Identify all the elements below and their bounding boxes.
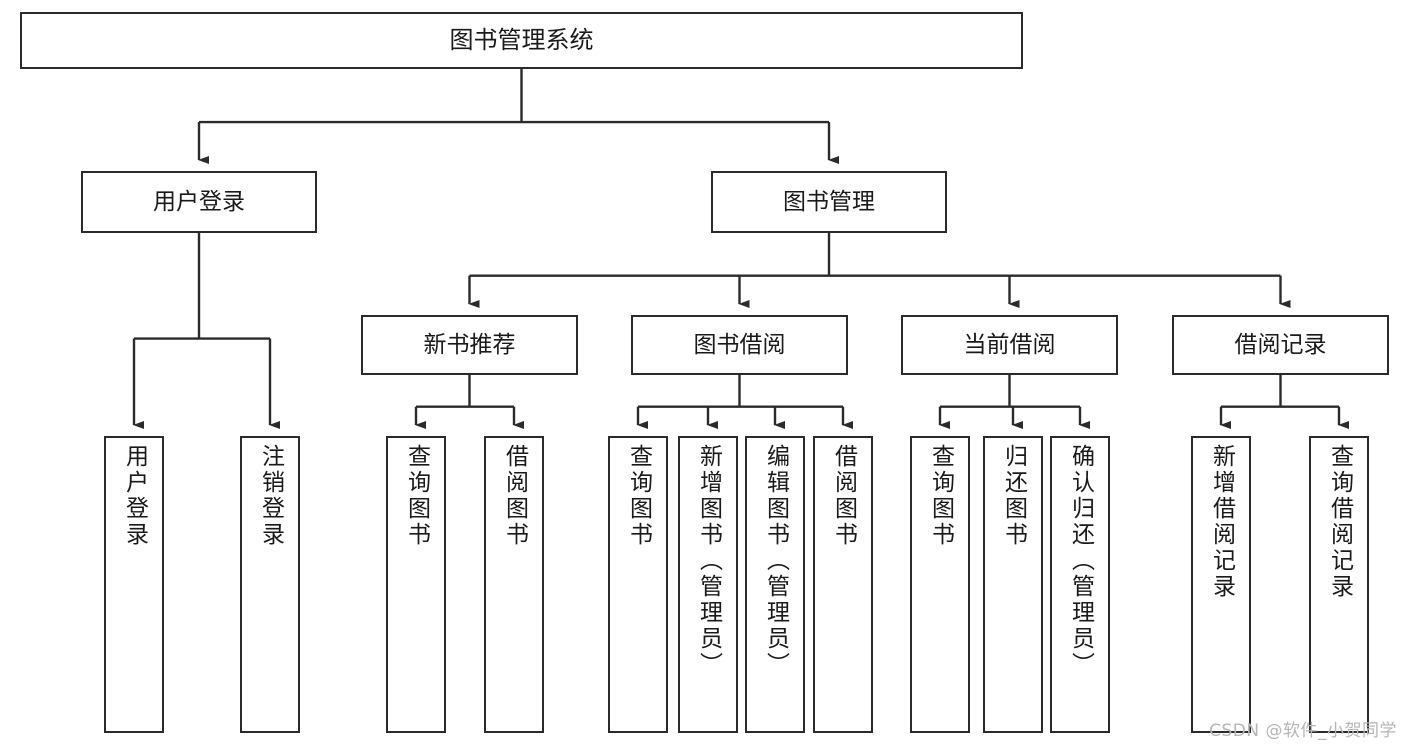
node-leaf-borrow-book-rec-label: 借阅图书	[501, 444, 528, 548]
edge-paths	[132, 69, 1349, 429]
node-root-label: 图书管理系统	[449, 25, 594, 54]
node-user-login[interactable]: 用户登录	[81, 171, 317, 233]
node-leaf-user-login[interactable]: 用户登录	[104, 436, 164, 733]
node-book-manage[interactable]: 图书管理	[711, 171, 947, 233]
node-leaf-confirm-return-admin[interactable]: 确认归还（管理员）	[1050, 436, 1110, 733]
node-new-book-rec-label: 新书推荐	[423, 331, 516, 358]
node-leaf-query-book-borrow[interactable]: 查询图书	[608, 436, 668, 733]
node-book-borrow-label: 图书借阅	[693, 331, 786, 358]
node-leaf-user-login-label: 用户登录	[121, 444, 148, 548]
node-leaf-query-borrow-record-label: 查询借阅记录	[1326, 444, 1353, 600]
node-leaf-borrow-book-rec[interactable]: 借阅图书	[484, 436, 544, 733]
node-leaf-query-book-borrow-label: 查询图书	[625, 444, 652, 548]
node-leaf-query-borrow-record[interactable]: 查询借阅记录	[1309, 436, 1369, 733]
node-root[interactable]: 图书管理系统	[20, 12, 1023, 69]
node-current-borrow-label: 当前借阅	[963, 331, 1056, 358]
node-leaf-add-book-admin[interactable]: 新增图书（管理员）	[678, 436, 738, 733]
node-leaf-borrow-book[interactable]: 借阅图书	[813, 436, 873, 733]
node-leaf-edit-book-admin[interactable]: 编辑图书（管理员）	[745, 436, 805, 733]
node-leaf-query-book-cur[interactable]: 查询图书	[910, 436, 970, 733]
node-leaf-add-book-admin-label: 新增图书（管理员）	[695, 444, 722, 678]
node-book-manage-label: 图书管理	[783, 188, 875, 215]
node-user-login-label: 用户登录	[153, 188, 245, 215]
node-borrow-record-label: 借阅记录	[1234, 331, 1327, 358]
node-leaf-user-logout-label: 注销登录	[257, 444, 284, 548]
node-leaf-user-logout[interactable]: 注销登录	[240, 436, 300, 733]
node-leaf-add-borrow-record-label: 新增借阅记录	[1208, 444, 1235, 600]
node-leaf-return-book[interactable]: 归还图书	[983, 436, 1043, 733]
node-new-book-rec[interactable]: 新书推荐	[361, 315, 578, 375]
node-current-borrow[interactable]: 当前借阅	[901, 315, 1118, 375]
node-leaf-query-book-cur-label: 查询图书	[927, 444, 954, 548]
node-book-borrow[interactable]: 图书借阅	[631, 315, 848, 375]
node-leaf-borrow-book-label: 借阅图书	[830, 444, 857, 548]
node-borrow-record[interactable]: 借阅记录	[1172, 315, 1389, 375]
node-leaf-query-book-rec-label: 查询图书	[403, 444, 430, 548]
csdn-watermark: CSDN @软件_小贺同学	[1209, 721, 1397, 741]
node-leaf-confirm-return-admin-label: 确认归还（管理员）	[1067, 444, 1094, 678]
node-leaf-return-book-label: 归还图书	[1000, 444, 1027, 548]
edge-trunk-lines	[134, 69, 1339, 408]
node-leaf-query-book-rec[interactable]: 查询图书	[386, 436, 446, 733]
node-leaf-add-borrow-record[interactable]: 新增借阅记录	[1191, 436, 1251, 733]
node-leaf-edit-book-admin-label: 编辑图书（管理员）	[762, 444, 789, 678]
